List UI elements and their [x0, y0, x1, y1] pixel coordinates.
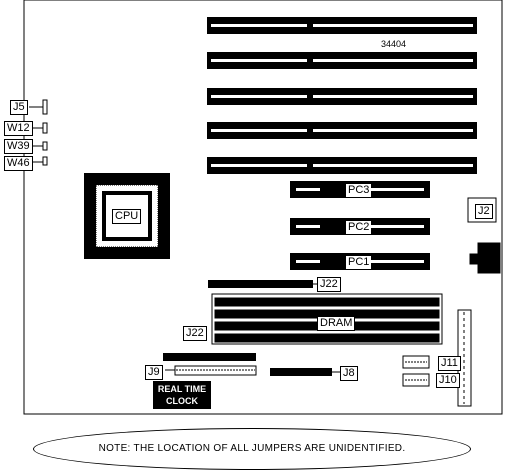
- j8-header: [270, 368, 340, 376]
- rtc-line-2: CLOCK: [166, 396, 198, 406]
- w46-jumper: [42, 156, 48, 166]
- j2-connector: [467, 197, 501, 274]
- w39-jumper: [42, 141, 48, 151]
- dram-label: DRAM: [317, 316, 356, 331]
- pc2-label: PC2: [346, 221, 372, 234]
- w46-label: W46: [4, 156, 33, 171]
- w12-label: W12: [4, 121, 33, 136]
- w39-label: W39: [4, 139, 33, 154]
- j9-header: [165, 365, 257, 376]
- rtc-line-1: REAL TIME: [157, 384, 207, 394]
- real-time-clock-chip: REAL TIME CLOCK: [153, 381, 211, 409]
- cpu-label: CPU: [112, 209, 142, 224]
- left-jumpers: [29, 99, 48, 166]
- j22-left-header: [163, 353, 256, 361]
- pc3-label: PC3: [346, 184, 372, 197]
- j11-label: J11: [438, 356, 461, 371]
- w12-jumper: [42, 122, 48, 134]
- part-number: 34404: [381, 39, 407, 49]
- note-ellipse: NOTE: THE LOCATION OF ALL JUMPERS ARE UN…: [33, 428, 471, 470]
- j10-label: J10: [436, 373, 460, 388]
- j11-j10-headers: [402, 355, 430, 387]
- j9-label: J9: [145, 365, 163, 380]
- j2-label: J2: [475, 204, 493, 219]
- j5-label: J5: [10, 100, 28, 115]
- j22-left-label: J22: [183, 326, 207, 341]
- pc1-label: PC1: [346, 256, 372, 269]
- board-outline: [23, 0, 503, 415]
- j22-top-header: [208, 280, 320, 288]
- j8-label: J8: [340, 366, 358, 381]
- j5-jumper: [42, 99, 48, 115]
- j22-top-label: J22: [317, 277, 341, 292]
- note-text: NOTE: THE LOCATION OF ALL JUMPERS ARE UN…: [98, 443, 406, 454]
